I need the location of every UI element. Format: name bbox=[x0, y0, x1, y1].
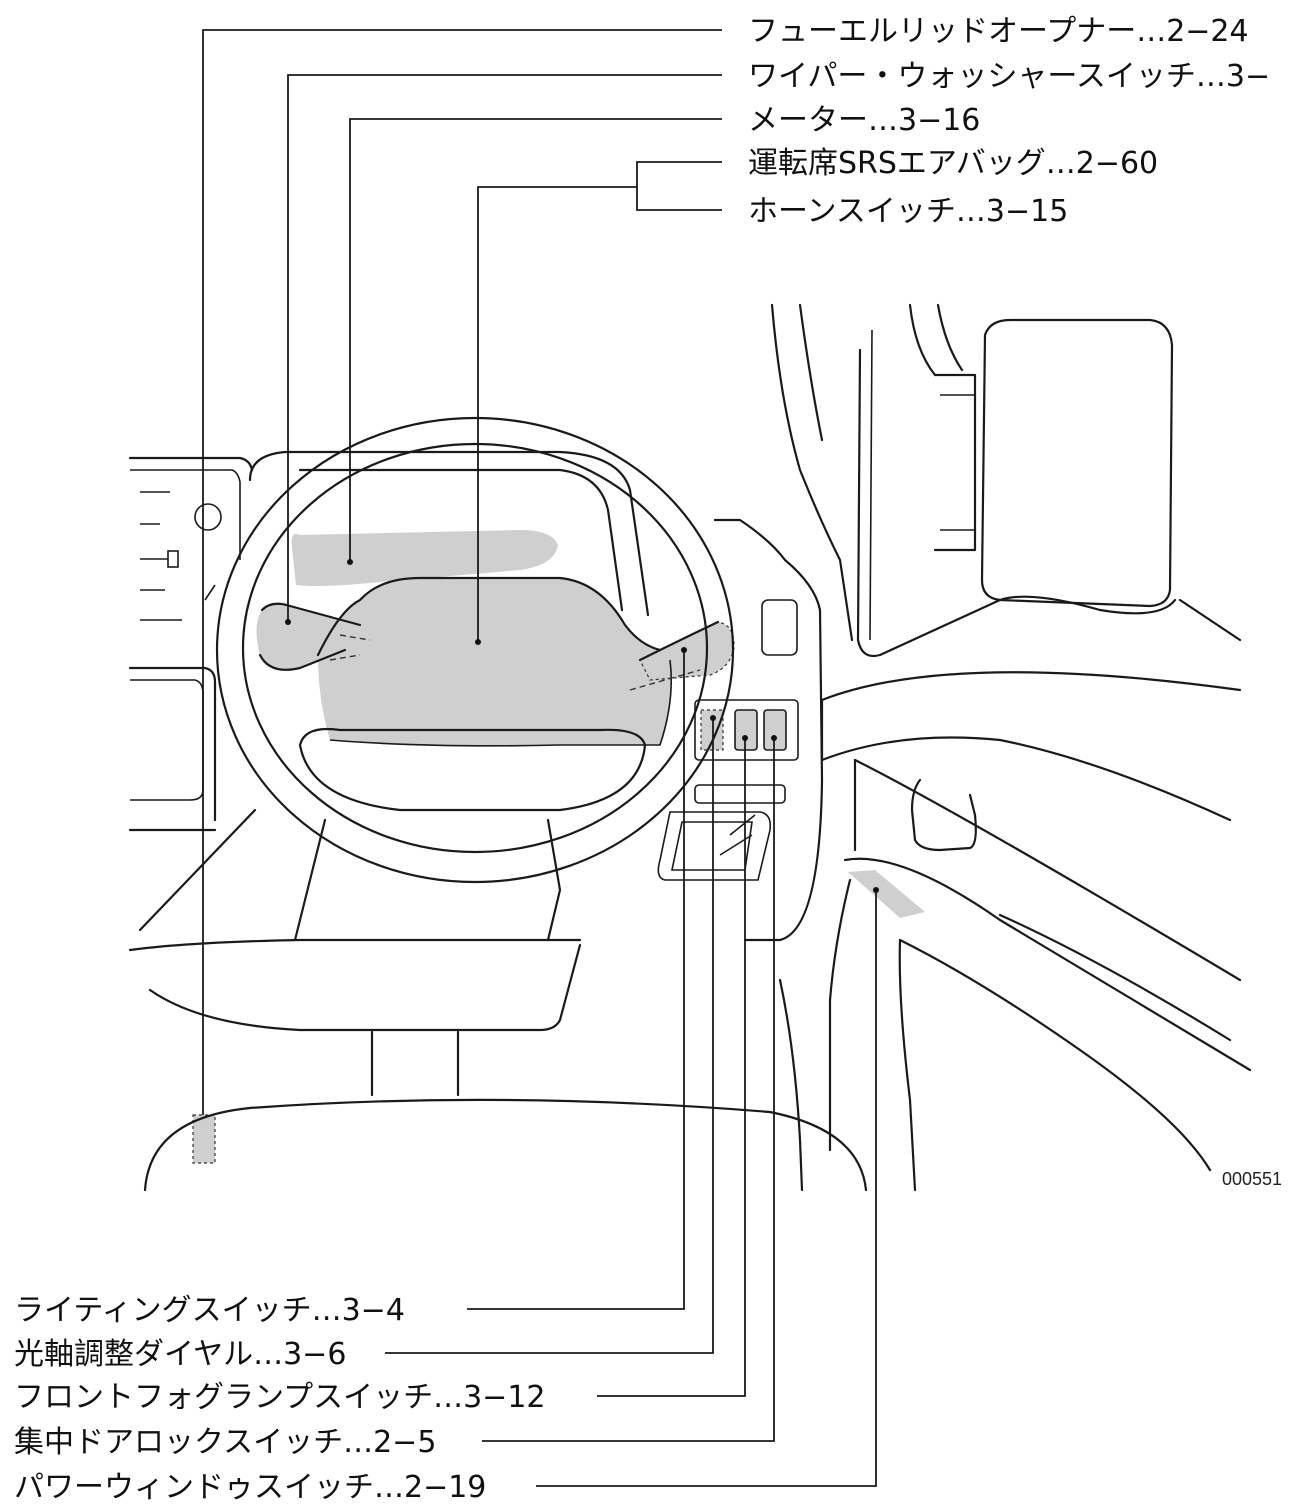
label-power-window-switch: パワーウィンドゥスイッチ…2−19 bbox=[14, 1470, 486, 1505]
fog-switch-highlight bbox=[735, 710, 757, 750]
label-driver-srs-airbag: 運転席SRSエアバッグ…2−60 bbox=[748, 146, 1158, 181]
leader-horn-branch bbox=[477, 186, 637, 640]
leader-lighting-switch bbox=[467, 650, 685, 1310]
leader-dot-airbag bbox=[475, 639, 481, 645]
label-wiper-washer-switch: ワイパー・ウォッシャースイッチ…3− bbox=[748, 59, 1270, 94]
leader-fog-lamp bbox=[597, 738, 746, 1397]
airbag-highlight bbox=[318, 578, 672, 746]
label-horn-switch: ホーンスイッチ…3−15 bbox=[748, 194, 1068, 229]
leader-dot-leveling bbox=[710, 715, 716, 721]
fuel-lid-lever-highlight bbox=[192, 1114, 216, 1164]
lighting-stalk-highlight bbox=[639, 621, 735, 681]
leader-lines bbox=[202, 29, 879, 1487]
leader-wiper-switch bbox=[287, 74, 722, 620]
label-central-door-lock-switch: 集中ドアロックスイッチ…2−5 bbox=[14, 1425, 436, 1460]
bottom-labels: ライティングスイッチ…3−4 光軸調整ダイヤル…3−6 フロントフォグランプスイ… bbox=[14, 1293, 546, 1505]
leader-dot-wiper bbox=[285, 619, 291, 625]
label-front-fog-lamp-switch: フロントフォグランプスイッチ…3−12 bbox=[14, 1380, 546, 1415]
leader-dot-doorlock bbox=[771, 735, 777, 741]
leader-dot-meter bbox=[347, 559, 353, 565]
label-headlight-leveling-dial: 光軸調整ダイヤル…3−6 bbox=[14, 1337, 346, 1372]
leader-leveling-dial bbox=[385, 718, 714, 1354]
leader-dot-window bbox=[873, 887, 879, 893]
leader-srs-airbag bbox=[636, 161, 722, 211]
leader-door-lock bbox=[482, 738, 775, 1442]
leader-dot-lighting bbox=[681, 647, 687, 653]
leader-dot-fog bbox=[742, 735, 748, 741]
leader-fuel-lid bbox=[202, 29, 722, 1115]
figure-code: 000551 bbox=[1222, 1169, 1282, 1189]
meter-highlight bbox=[291, 530, 558, 586]
leveling-dial-highlight bbox=[700, 709, 724, 751]
door-lock-switch-highlight bbox=[764, 710, 786, 750]
label-lighting-switch: ライティングスイッチ…3−4 bbox=[14, 1293, 405, 1328]
label-fuel-lid-opener: フューエルリッドオープナー…2−24 bbox=[748, 14, 1249, 49]
cockpit-illustration bbox=[128, 303, 1252, 1192]
leader-meter bbox=[349, 118, 722, 560]
label-meter: メーター…3−16 bbox=[748, 103, 980, 138]
power-window-highlight bbox=[848, 870, 925, 918]
leader-power-window bbox=[536, 890, 877, 1487]
top-labels: フューエルリッドオープナー…2−24 ワイパー・ウォッシャースイッチ…3− メー… bbox=[748, 14, 1270, 229]
